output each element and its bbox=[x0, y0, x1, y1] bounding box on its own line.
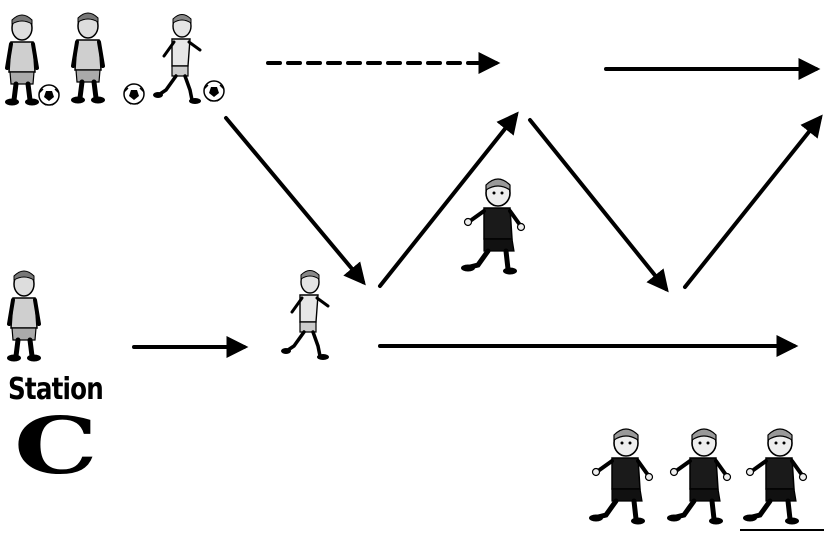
arrows bbox=[132, 52, 823, 358]
defender-icon bbox=[743, 429, 807, 525]
defenders-bottom-right bbox=[589, 429, 807, 525]
dribbler bbox=[279, 268, 331, 362]
soccer-ball-icon bbox=[123, 83, 145, 105]
arrow-icon bbox=[528, 118, 669, 293]
soccer-ball-icon bbox=[203, 80, 225, 102]
player-icon bbox=[71, 13, 105, 104]
station-letter: C bbox=[14, 401, 98, 492]
defender-icon bbox=[589, 429, 653, 525]
station-label: Station bbox=[8, 372, 104, 407]
defender-icon bbox=[461, 179, 525, 275]
waiting-player-left bbox=[7, 271, 41, 362]
soccer-ball-icon bbox=[38, 84, 60, 106]
player-icon bbox=[279, 268, 331, 362]
player-icon bbox=[5, 15, 39, 106]
player-icon bbox=[7, 271, 41, 362]
arrow-icon bbox=[378, 111, 519, 288]
waiting-players-top bbox=[5, 12, 225, 106]
arrow-icon bbox=[224, 116, 366, 286]
arrow-icon bbox=[683, 114, 823, 289]
defender-icon bbox=[667, 429, 731, 525]
player-icon bbox=[151, 12, 203, 106]
defender-middle bbox=[461, 179, 525, 275]
